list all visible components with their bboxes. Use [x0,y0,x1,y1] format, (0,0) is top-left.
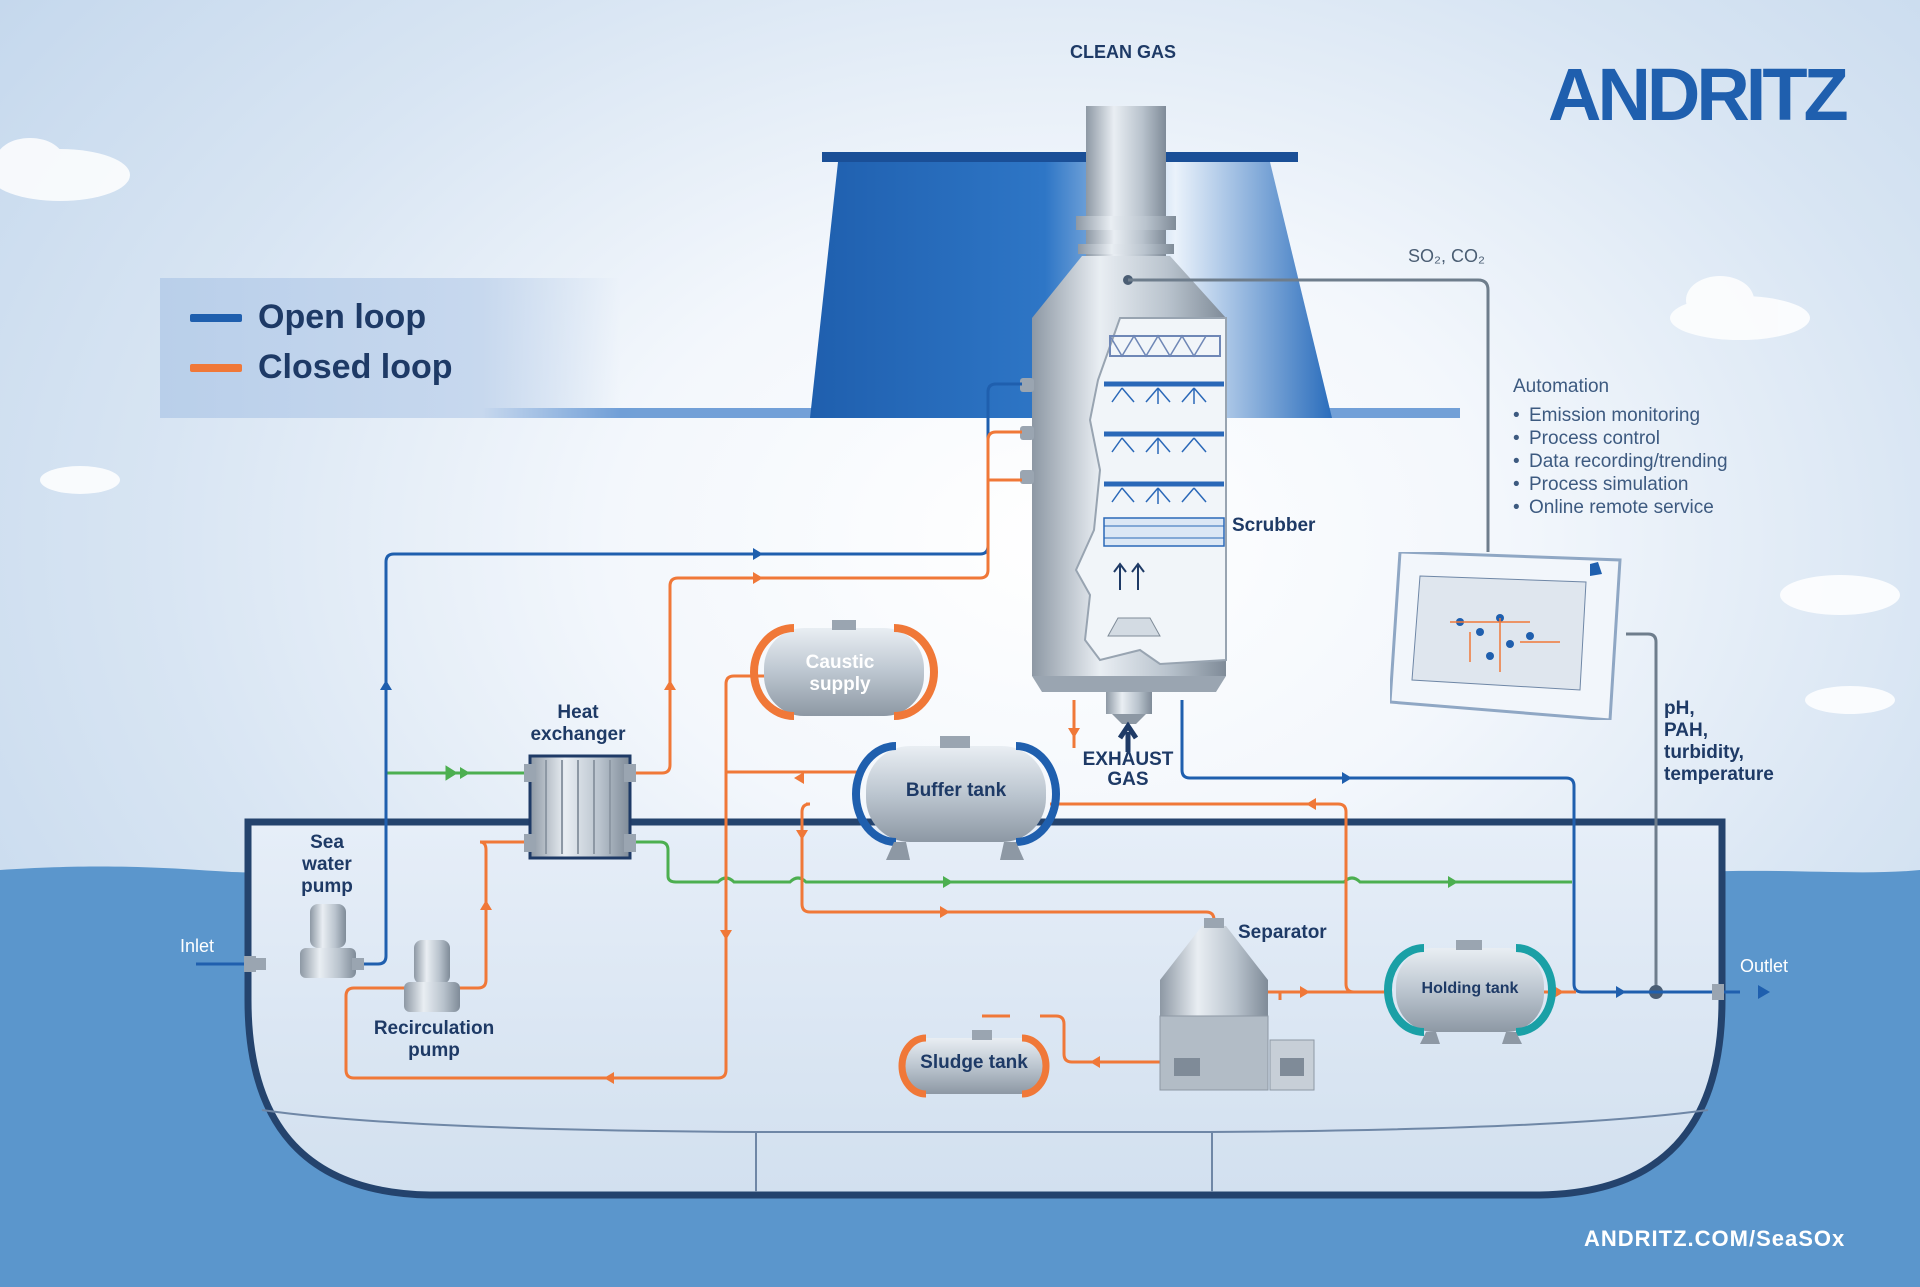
logo-text: ANDRITZ [1548,58,1848,130]
heat-exchanger-line1: Heat [557,702,599,723]
automation-panel: Automation Emission monitoring Process c… [1513,375,1728,519]
andritz-logo: ANDRITZ [1548,53,1868,136]
automation-item: Process control [1513,427,1728,450]
automation-item: Online remote service [1513,496,1728,519]
sensor-line1: pH, [1664,698,1695,719]
automation-control-screen [1388,550,1630,722]
sludge-tank [898,1030,1050,1098]
so2-signal-line [1128,278,1490,552]
exhaust-gas-line1: EXHAUST [1082,749,1174,770]
separator [1159,918,1315,1091]
legend-open-loop: Open loop [190,298,426,337]
sensor-line2: PAH, [1664,720,1708,741]
closed-loop-swatch [190,363,242,372]
exhaust-gas-label: EXHAUST GAS [1076,750,1180,790]
caustic-supply-label: Caustic supply [790,652,890,696]
sea-water-pump-line1: Sea [310,832,344,853]
inlet-valve [244,956,256,972]
holding-tank [1384,940,1556,1044]
automation-item: Process simulation [1513,473,1728,496]
heat-exchanger [524,754,636,860]
inlet-label: Inlet [180,936,215,956]
legend-closed-loop: Closed loop [190,348,453,387]
recirculation-pump-label: Recirculation pump [364,1018,504,1062]
automation-item: Data recording/trending [1513,450,1728,473]
open-loop-arrows [380,548,1770,999]
buffer-tank-label: Buffer tank [905,780,1007,801]
hull-deck-line [261,1109,1709,1133]
sludge-tank-label: Sludge tank [920,1052,1028,1073]
recirculation-pump-line1: Recirculation [373,1018,495,1039]
footer-url[interactable]: ANDRITZ.COM/SeaSOx [1584,1226,1846,1251]
sensor-line3: turbidity, [1664,742,1744,763]
clouds [0,138,1900,714]
sea-water-pump-line2: water [302,854,352,875]
sensor-signal-line [1626,632,1658,992]
open-loop-pipes [196,382,1740,994]
scrubber-label: Scrubber [1232,515,1316,536]
ship-hull [244,818,1726,1199]
sea-water-pump-label: Sea water pump [290,832,364,898]
sea-water-pump-line3: pump [301,876,353,897]
caustic-supply-line1: Caustic [805,652,875,673]
legend: Open loop Closed loop [160,278,620,418]
so2-co2-label: SO₂, CO₂ [1408,246,1485,266]
automation-item: Emission monitoring [1513,404,1728,427]
recirculation-pump-line2: pump [408,1040,460,1061]
outlet-valve [1712,984,1724,1000]
buffer-tank [852,736,1060,860]
separator-label: Separator [1238,922,1327,943]
scrubber [1020,106,1227,724]
heat-exchanger-label: Heat exchanger [508,702,648,746]
closed-loop-label: Closed loop [258,348,453,386]
sensor-line4: temperature [1664,764,1774,785]
monitor-graphic [1388,550,1622,722]
heat-exchanger-line2: exchanger [530,724,626,745]
automation-list: Emission monitoring Process control Data… [1513,404,1728,519]
closed-loop-pipes [344,430,1576,1080]
sensor-parameters-label: pH, PAH, turbidity, temperature [1664,698,1774,786]
automation-title: Automation [1513,376,1610,397]
outlet-label: Outlet [1740,956,1789,976]
recirculation-pump [404,940,460,1012]
exhaust-arrow [1117,721,1139,752]
exhaust-gas-line2: GAS [1107,769,1149,790]
andritz-logo-mark: ANDRITZ [1548,53,1852,136]
sea-water-pump [250,904,364,978]
closed-loop-arrows [480,572,1564,1084]
open-loop-swatch [190,313,242,322]
caustic-supply-tank [750,620,938,720]
open-loop-label: Open loop [258,298,427,336]
clean-gas-label: CLEAN GAS [1070,42,1177,62]
caustic-supply-line2: supply [809,674,871,695]
holding-tank-label: Holding tank [1421,980,1519,997]
funnel-rim [822,152,1298,162]
